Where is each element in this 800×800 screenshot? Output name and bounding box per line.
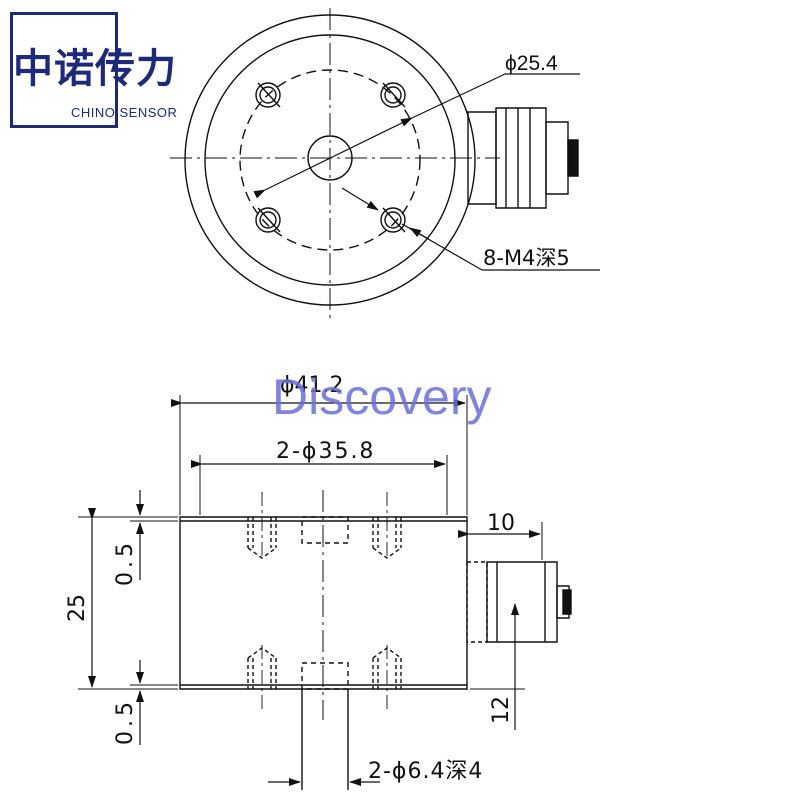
thread-leader bbox=[342, 188, 379, 211]
side-thread-hole-br bbox=[373, 645, 401, 712]
center-hole-top bbox=[302, 517, 348, 543]
side-thread-hole-tl bbox=[248, 492, 276, 560]
bolt-circle-leader bbox=[253, 118, 413, 199]
brand-name-cn: 中诺传力 bbox=[13, 46, 177, 92]
dim-height: 25 bbox=[65, 594, 90, 622]
watermark-text: Discovery bbox=[272, 369, 492, 425]
threaded-hole-bl bbox=[256, 208, 280, 232]
dim-connector-height: 12 bbox=[489, 696, 514, 724]
side-view-connector bbox=[467, 562, 571, 642]
top-view-connector bbox=[468, 108, 578, 208]
dim-bottom-step: 0.5 bbox=[113, 698, 138, 745]
threaded-hole-tl bbox=[256, 83, 280, 107]
dim-bolt-circle: ϕ25.4 bbox=[505, 52, 558, 75]
dim-pitch: 2-ϕ35.8 bbox=[276, 439, 375, 464]
center-hole-bottom bbox=[302, 663, 348, 689]
dim-connector-length: 10 bbox=[487, 511, 515, 536]
threaded-hole-br bbox=[381, 208, 405, 232]
side-view bbox=[78, 395, 571, 790]
brand-name-en: CHINO SENSOR bbox=[71, 105, 178, 120]
threaded-hole-tr bbox=[381, 83, 405, 107]
side-thread-hole-tr bbox=[373, 492, 401, 560]
top-view bbox=[170, 8, 600, 320]
brand-logo: 中诺传力 CHINO SENSOR bbox=[10, 12, 177, 128]
dim-center-hole: 2-ϕ6.4深4 bbox=[368, 759, 483, 784]
dim-outer-diameter: ϕ41.2 bbox=[280, 373, 344, 398]
dim-threads: 8-M4深5 bbox=[483, 246, 570, 270]
side-thread-hole-bl bbox=[248, 645, 276, 712]
dim-top-step: 0.5 bbox=[113, 539, 138, 586]
